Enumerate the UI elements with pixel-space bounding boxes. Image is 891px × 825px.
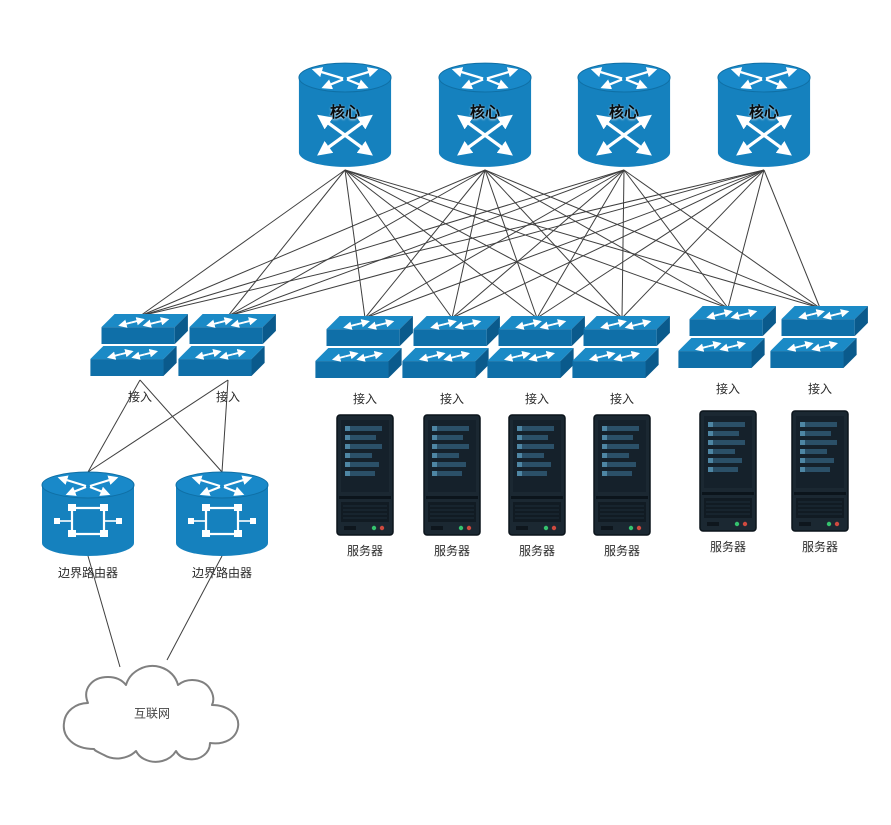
connection-line (344, 169, 623, 319)
internet-cloud[interactable]: 互联网 (52, 653, 252, 773)
connection-line (139, 379, 223, 473)
connection-line (227, 169, 486, 317)
access-switch-icon (678, 306, 778, 368)
access-switch-label: 接入 (352, 392, 378, 406)
border-router-icon (174, 470, 270, 560)
connection-line (451, 169, 765, 319)
access-switch-label: 接入 (715, 382, 741, 396)
connection-line (536, 169, 625, 319)
core-router-label: 核心 (469, 104, 501, 121)
server-6[interactable]: 服务器 (791, 410, 849, 554)
border-router-icon (40, 470, 136, 560)
connection-line (623, 169, 821, 309)
server-icon (593, 414, 651, 536)
internet-label: 互联网 (133, 706, 171, 721)
connection-line (484, 169, 623, 319)
core-router-3[interactable]: 核心 (576, 59, 672, 171)
access-switch-2[interactable]: 接入 (178, 314, 278, 404)
server-icon (699, 410, 757, 532)
connection-line (623, 169, 729, 309)
access-switch-4[interactable]: 接入 (402, 316, 502, 406)
access-switch-6[interactable]: 接入 (572, 316, 672, 406)
core-router-label: 核心 (608, 104, 640, 121)
access-switch-label: 接入 (609, 392, 635, 406)
access-switch-5[interactable]: 接入 (487, 316, 587, 406)
connection-line (221, 379, 229, 473)
access-switch-label: 接入 (127, 390, 153, 404)
connection-line (621, 169, 625, 319)
connection-line (364, 169, 765, 319)
server-icon (423, 414, 481, 536)
connection-line (484, 169, 821, 309)
border-router-label: 边界路由器 (57, 566, 119, 580)
access-switch-icon (572, 316, 672, 378)
server-label: 服务器 (433, 544, 471, 558)
connection-line (621, 169, 765, 319)
connection-line (139, 169, 346, 317)
connection-line (536, 169, 765, 319)
server-2[interactable]: 服务器 (423, 414, 481, 558)
server-label: 服务器 (518, 544, 556, 558)
access-switch-7[interactable]: 接入 (678, 306, 778, 396)
access-switch-label: 接入 (807, 382, 833, 396)
access-switch-label: 接入 (215, 390, 241, 404)
connection-line (763, 169, 821, 309)
connection-line (451, 169, 486, 319)
server-4[interactable]: 服务器 (593, 414, 651, 558)
server-icon (791, 410, 849, 532)
server-label: 服务器 (603, 544, 641, 558)
connection-line (139, 169, 486, 317)
core-router-label: 核心 (329, 104, 361, 121)
connection-line (484, 169, 729, 309)
connection-line (139, 169, 765, 317)
core-router-1[interactable]: 核心 (297, 59, 393, 171)
connection-line (227, 169, 765, 317)
server-icon (508, 414, 566, 536)
connection-line (139, 169, 625, 317)
server-icon (336, 414, 394, 536)
access-switch-8[interactable]: 接入 (770, 306, 870, 396)
access-switch-icon (90, 314, 190, 376)
connection-line (364, 169, 625, 319)
access-switch-1[interactable]: 接入 (90, 314, 190, 404)
access-switch-icon (315, 316, 415, 378)
connection-line (344, 169, 729, 309)
access-switch-icon (178, 314, 278, 376)
connection-line (344, 169, 538, 319)
core-router-label: 核心 (748, 104, 780, 121)
server-label: 服务器 (709, 540, 747, 554)
core-router-2[interactable]: 核心 (437, 59, 533, 171)
connection-line (87, 379, 141, 473)
connection-line (87, 555, 121, 668)
connection-line (344, 169, 821, 309)
connection-line (727, 169, 765, 309)
connection-line (364, 169, 486, 319)
access-switch-3[interactable]: 接入 (315, 316, 415, 406)
server-3[interactable]: 服务器 (508, 414, 566, 558)
server-5[interactable]: 服务器 (699, 410, 757, 554)
connection-line (344, 169, 453, 319)
border-router-1[interactable]: 边界路由器 (40, 470, 136, 580)
server-1[interactable]: 服务器 (336, 414, 394, 558)
access-switch-icon (770, 306, 870, 368)
server-label: 服务器 (346, 544, 384, 558)
connection-line (87, 379, 229, 473)
border-router-2[interactable]: 边界路由器 (174, 470, 270, 580)
border-router-label: 边界路由器 (191, 566, 253, 580)
access-switch-label: 接入 (524, 392, 550, 406)
access-switch-label: 接入 (439, 392, 465, 406)
connection-line (166, 555, 223, 661)
connection-line (227, 169, 625, 317)
core-router-4[interactable]: 核心 (716, 59, 812, 171)
connection-line (451, 169, 625, 319)
connection-line (484, 169, 538, 319)
server-label: 服务器 (801, 540, 839, 554)
connection-line (227, 169, 346, 317)
